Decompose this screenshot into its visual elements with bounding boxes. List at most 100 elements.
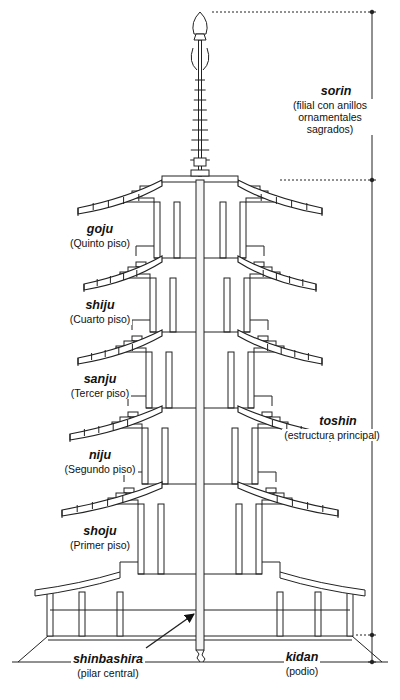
spire-ring — [191, 150, 209, 151]
spire-ring — [193, 120, 208, 121]
rafter-end — [108, 200, 109, 207]
spire-base — [191, 170, 209, 176]
balcony-rail — [262, 562, 280, 563]
rafter-end — [277, 496, 278, 503]
rafter-end — [107, 499, 108, 506]
floor-name: goju — [85, 222, 115, 236]
rafter-end — [276, 273, 277, 280]
rafter-end — [118, 347, 119, 354]
rafter-end — [132, 344, 133, 351]
rafter-end — [307, 502, 308, 509]
spire-ornament — [191, 48, 209, 70]
rafter-end — [122, 496, 123, 503]
roof — [238, 330, 322, 364]
sorin-description: (filial con anillos ornamentales sagrado… — [272, 99, 388, 135]
rafter-end — [294, 350, 295, 357]
inner-post — [232, 428, 238, 484]
balcony-rail — [136, 246, 137, 256]
dimension-extension — [280, 180, 366, 181]
section-description: (estructura principal) — [282, 429, 382, 441]
balcony-rail — [264, 246, 265, 256]
balcony-rail — [120, 562, 138, 563]
finial-neck — [194, 34, 206, 40]
balcony-rail — [258, 472, 276, 473]
ground-post — [79, 592, 85, 636]
spire-ring — [195, 80, 205, 81]
floor-description: (Quinto piso) — [68, 237, 132, 249]
balcony-rail — [246, 246, 264, 247]
eave-end — [316, 284, 317, 292]
wall-post — [244, 278, 250, 332]
ground-post — [117, 592, 123, 636]
inner-post — [236, 504, 242, 574]
wall-post — [142, 428, 148, 484]
floor-name: sanju — [82, 372, 119, 386]
part-name: kidan — [284, 650, 321, 664]
eave-end — [70, 434, 71, 442]
spire-ring — [194, 90, 205, 91]
spire-ring — [193, 110, 207, 111]
ground-post — [277, 592, 283, 636]
ground-post — [315, 592, 321, 636]
pagoda-drawing — [12, 10, 388, 664]
balcony-rail — [268, 320, 269, 330]
spire-ring — [194, 100, 206, 101]
rafter-end — [281, 347, 282, 354]
ground-post — [47, 592, 53, 636]
inner-post — [166, 352, 172, 408]
rafter-end — [322, 505, 323, 512]
balcony-rail — [280, 562, 281, 572]
floor-description: (Cuarto piso) — [68, 313, 133, 325]
central-pillar — [196, 180, 204, 650]
eave-end — [84, 284, 85, 292]
rafter-end — [93, 203, 94, 210]
inner-post — [228, 352, 234, 408]
roof — [70, 406, 162, 440]
rafter-end — [292, 499, 293, 506]
rafter-end — [113, 423, 114, 430]
wall-post — [146, 352, 152, 408]
rafter-end — [127, 420, 128, 427]
eave-end — [78, 358, 79, 366]
dimension-dot — [370, 660, 374, 664]
leader-arrow — [146, 614, 194, 648]
rafter-end — [92, 502, 93, 509]
eave-end — [322, 208, 323, 216]
inner-post — [174, 202, 180, 258]
inner-post — [162, 428, 168, 484]
inner-post — [158, 504, 164, 574]
inner-post — [224, 278, 230, 332]
wall-post — [252, 428, 258, 484]
roof — [78, 330, 162, 364]
mokoshi-roof — [280, 572, 365, 596]
eave-end — [338, 510, 339, 518]
roof — [238, 482, 338, 516]
eave-end — [78, 208, 79, 216]
balcony-rail — [254, 396, 272, 397]
roof — [84, 256, 162, 290]
inner-post — [170, 278, 176, 332]
rafter-end — [123, 273, 124, 280]
rafter-end — [261, 194, 262, 201]
wall-post — [256, 504, 262, 574]
rafter-end — [138, 194, 139, 201]
dimension-extension — [356, 635, 366, 636]
wall-post — [138, 504, 144, 574]
rafter-end — [97, 279, 98, 286]
balcony-rail — [132, 320, 150, 321]
roof — [78, 180, 162, 214]
balcony-rail — [276, 472, 277, 482]
dimension-extension — [212, 12, 366, 13]
roof — [238, 180, 322, 214]
part-description: (podio) — [284, 665, 321, 677]
balcony-rail — [120, 562, 121, 572]
floor-name: niju — [87, 448, 113, 462]
rafter-end — [123, 197, 124, 204]
rafter-end — [110, 276, 111, 283]
rafter-end — [98, 426, 99, 433]
sorin-label: sorin — [319, 84, 354, 98]
rafter-end — [302, 279, 303, 286]
roof — [62, 482, 162, 516]
roof — [238, 256, 316, 290]
